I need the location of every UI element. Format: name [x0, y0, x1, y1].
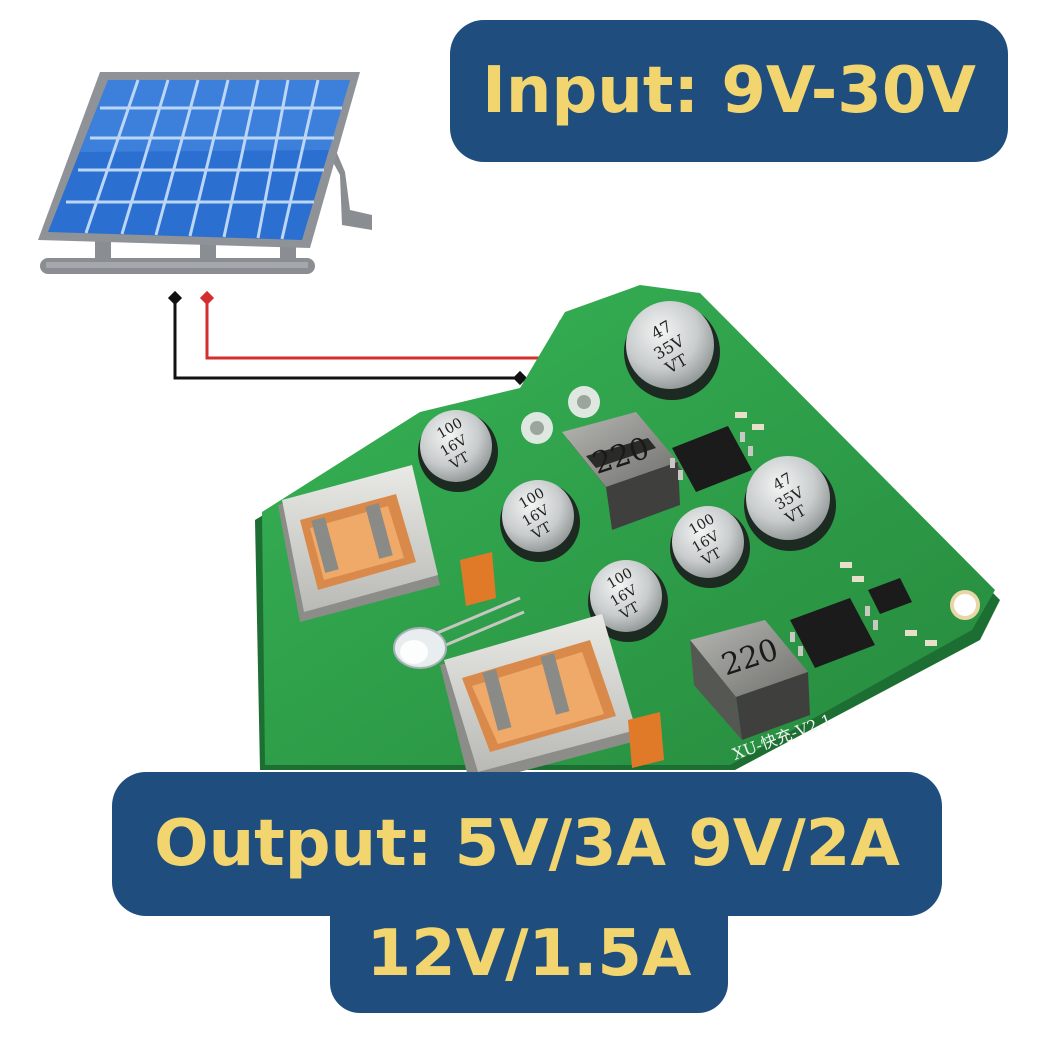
output-spec-banner-extension: 12V/1.5A: [330, 895, 728, 1013]
wire-end-black: [512, 370, 528, 386]
inductor-a: 220: [562, 412, 682, 530]
usb-port-icon: [440, 614, 664, 785]
ic-chip-a: [670, 426, 753, 492]
input-voltage-text: Input: 9V-30V: [482, 54, 976, 128]
capacitor-small-c: 100 16V VT: [670, 506, 750, 588]
led-icon: [393, 596, 525, 669]
ic-chip-b: [790, 598, 878, 668]
wire-terminal-black: [167, 290, 183, 306]
capacitor-small-d: 100 16V VT: [588, 560, 668, 642]
ic-chip-c: [868, 578, 912, 614]
output-spec-line1: Output: 5V/3A 9V/2A: [154, 807, 900, 881]
output-spec-banner: Output: 5V/3A 9V/2A: [112, 772, 942, 916]
smd-components: [735, 412, 937, 646]
solar-panel-icon: [38, 72, 372, 274]
capacitor-small-a: 100 16V VT: [418, 410, 498, 492]
capacitor-large-b: 47 35V VT: [744, 456, 836, 551]
usb-port-icon: [278, 465, 496, 622]
output-spec-line2: 12V/1.5A: [366, 917, 692, 991]
capacitor-large-a: 47 35V VT: [624, 301, 720, 400]
input-wires: [173, 298, 562, 380]
input-voltage-banner: Input: 9V-30V: [450, 20, 1008, 162]
capacitor-small-b: 100 16V VT: [500, 480, 580, 562]
inductor-b: 220: [690, 620, 810, 740]
wire-terminal-red: [199, 290, 215, 306]
